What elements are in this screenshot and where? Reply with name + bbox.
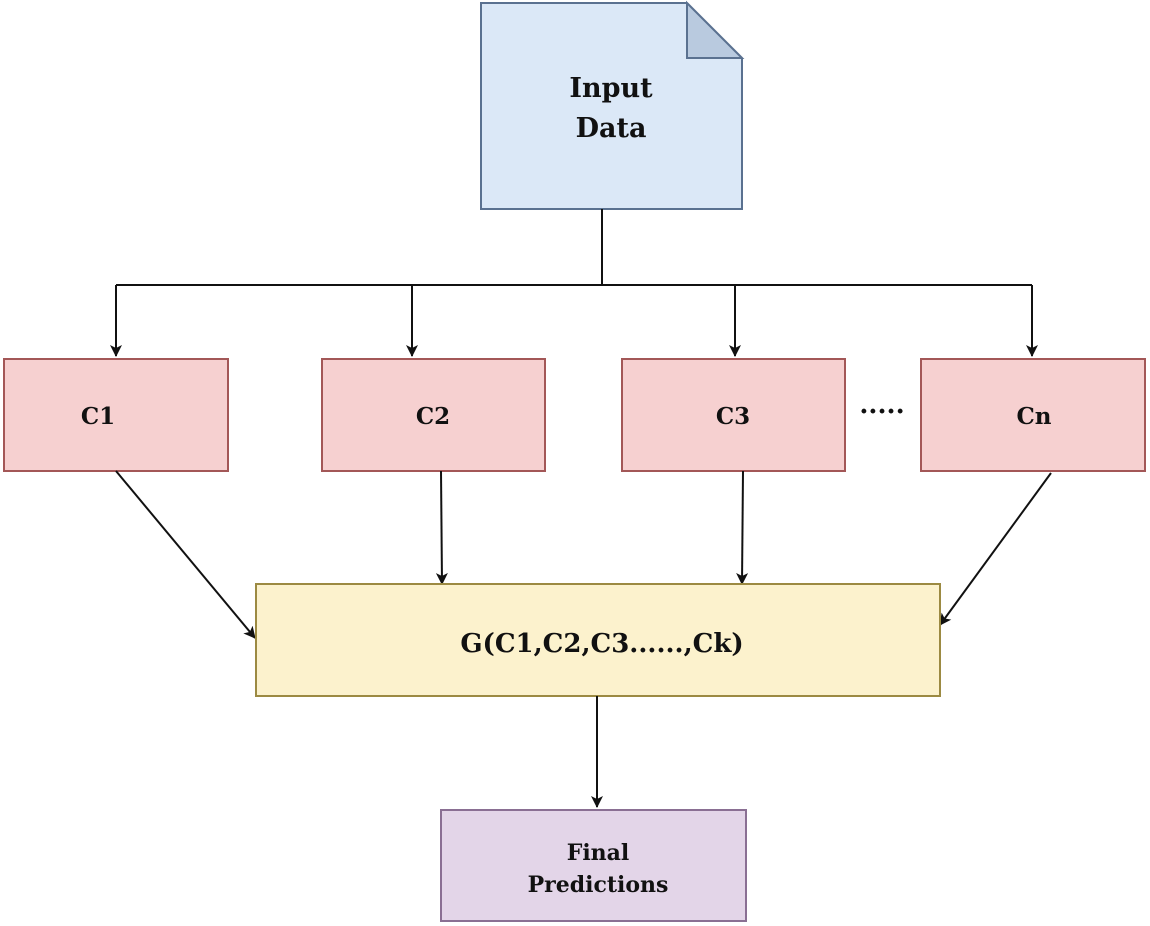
input-fanout-edges: [110, 209, 1038, 357]
classifier-node-c1: C1: [3, 358, 229, 472]
edge-c3-to-combiner: [736, 470, 749, 585]
final-predictions-line1: Final: [567, 840, 630, 866]
combine-edges: [115, 470, 1052, 639]
input-label-line1: Input: [569, 73, 653, 104]
classifier-label-c2: C2: [416, 403, 450, 430]
combiner-box: [255, 583, 941, 697]
edge-cn-to-combiner: [939, 472, 1052, 626]
classifier-label-c1: C1: [81, 403, 115, 430]
final-predictions-line2: Predictions: [528, 872, 669, 898]
classifier-node-c3: C3: [621, 358, 846, 472]
input-data-node: Input Data: [480, 0, 745, 210]
combiner-node: G(C1,C2,C3......,Ck): [255, 583, 941, 697]
classifier-ellipsis: ·····: [859, 397, 904, 427]
combiner-label: G(C1,C2,C3......,Ck): [460, 629, 743, 659]
classifier-label-c3: C3: [716, 403, 750, 430]
classifier-label-cn: Cn: [1016, 403, 1051, 430]
input-label-line2: Data: [576, 113, 647, 144]
final-predictions-node: Final Predictions: [440, 809, 747, 922]
classifier-node-c2: C2: [321, 358, 546, 472]
edge-c2-to-combiner: [435, 470, 448, 585]
classifier-box-cn: [920, 358, 1146, 472]
classifier-node-cn: Cn: [920, 358, 1146, 472]
input-document-shape: [480, 2, 743, 210]
classifier-box-c1: [3, 358, 229, 472]
classifier-box-c3: [621, 358, 846, 472]
edge-c1-to-combiner: [115, 470, 256, 639]
final-predictions-box: [440, 809, 747, 922]
classifier-box-c2: [321, 358, 546, 472]
input-document-fold: [686, 0, 745, 59]
